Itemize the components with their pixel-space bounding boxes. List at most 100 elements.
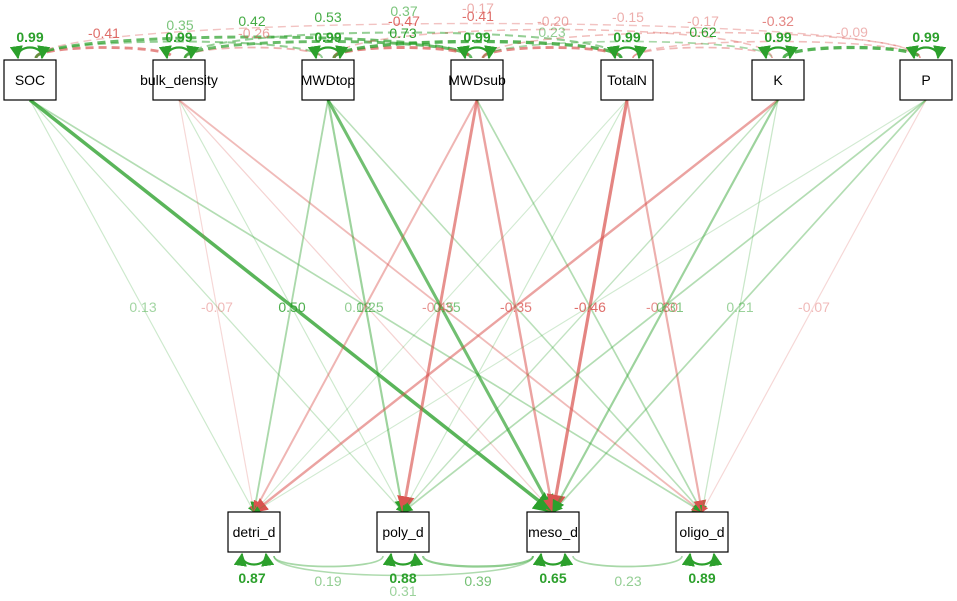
path-edge: [552, 99, 779, 514]
node-poly-d[interactable]: poly_d: [376, 511, 430, 553]
path-label: -0.35: [500, 299, 532, 315]
node-oligo-d[interactable]: oligo_d: [675, 511, 729, 553]
path-edge: [402, 99, 927, 513]
path-edges: [28, 98, 927, 514]
path-label: -0.30: [646, 299, 678, 315]
cov-label-top: 0.35: [166, 17, 193, 33]
path-edge: [253, 99, 478, 514]
path-edge: [546, 99, 629, 514]
variance-label-bulk-density: 0.99: [165, 29, 192, 45]
node-label-meso-d: meso_d: [528, 524, 578, 540]
cov-label-top: -0.41: [88, 25, 120, 41]
path-edge: [178, 99, 404, 513]
cov-label-top: -0.47: [388, 13, 420, 29]
node-bulk-density[interactable]: bulk_density: [140, 59, 218, 101]
variance-loop: [905, 45, 947, 60]
covariance-arc: [482, 31, 921, 59]
node-label-k: K: [773, 72, 783, 88]
path-label: 0.25: [356, 299, 383, 315]
covariance-arc-bottom: [273, 555, 384, 568]
cov-label-bottom: 0.23: [614, 573, 641, 589]
covariance-arc: [632, 46, 773, 59]
path-edge: [29, 99, 255, 513]
node-detri-d[interactable]: detri_d: [227, 511, 281, 553]
node-mwdtop[interactable]: MWDtop: [301, 59, 356, 101]
cov-label-top: 0.53: [314, 9, 341, 25]
variance-label-mwdsub: 0.99: [463, 29, 490, 45]
cov-label-top: -0.32: [762, 13, 794, 29]
node-label-soc: SOC: [15, 72, 45, 88]
cov-label-top: -0.20: [537, 13, 569, 29]
cov-label-top: 0.42: [238, 13, 265, 29]
node-label-p: P: [921, 72, 930, 88]
path-label: -0.07: [201, 299, 233, 315]
covariance-arc: [782, 45, 922, 60]
covariance-arc: [333, 28, 773, 59]
variance-label-soc: 0.99: [16, 29, 43, 45]
covariance-arc: [35, 22, 921, 59]
covariance-arc-bottom: [273, 555, 534, 577]
cov-label-top: -0.15: [612, 9, 644, 25]
variance-loop: [456, 45, 498, 60]
covariance-arc-bottom: [421, 555, 535, 568]
path-edge: [178, 99, 554, 513]
variance-loop: [681, 552, 723, 567]
covariance-arc-bottom: [572, 555, 683, 568]
covariance-arc: [332, 46, 473, 60]
path-edge: [28, 98, 555, 514]
covariance-arc: [183, 31, 623, 59]
cov-label-top: 0.23: [538, 24, 565, 40]
node-label-totaln: TotalN: [607, 72, 647, 88]
cov-label-top: -0.26: [238, 25, 270, 41]
node-label-mwdsub: MWDsub: [448, 72, 506, 88]
cov-label-top: -0.17: [462, 0, 494, 16]
path-label: -0.45: [422, 299, 454, 315]
path-label: 0.50: [278, 299, 305, 315]
node-p[interactable]: P: [899, 59, 953, 101]
variance-label-totaln: 0.99: [613, 29, 640, 45]
variance-loop: [307, 45, 349, 60]
cov-label-bottom: 0.19: [314, 573, 341, 589]
variance-loop: [606, 45, 648, 60]
cov-label-bottom: 0.39: [464, 573, 491, 589]
path-edge: [178, 99, 257, 513]
covariance-arc: [34, 46, 175, 60]
path-edge: [253, 99, 927, 513]
path-label: 0.13: [129, 299, 156, 315]
cov-label-top: -0.41: [462, 8, 494, 24]
path-label: -0.07: [798, 299, 830, 315]
variance-label-meso-d: 0.65: [539, 570, 566, 586]
path-edge: [402, 99, 779, 513]
cov-label-top: -0.09: [836, 24, 868, 40]
path-edge: [326, 99, 408, 514]
covariance-arcs: [9, 22, 947, 577]
cov-label-top: 0.62: [689, 24, 716, 40]
path-edge: [250, 99, 329, 514]
path-label: 0.12: [344, 299, 371, 315]
node-k[interactable]: K: [751, 59, 805, 101]
variance-loop: [757, 45, 799, 60]
node-label-detri-d: detri_d: [233, 524, 276, 540]
variance-label-oligo-d: 0.89: [688, 570, 715, 586]
variance-loop: [158, 45, 200, 60]
node-label-poly-d: poly_d: [382, 524, 423, 540]
path-edge: [252, 99, 779, 513]
node-meso-d[interactable]: meso_d: [526, 511, 580, 553]
node-mwdsub[interactable]: MWDsub: [448, 59, 506, 101]
path-edge: [552, 99, 927, 513]
path-edge: [253, 99, 628, 513]
node-label-oligo-d: oligo_d: [679, 524, 724, 540]
variance-label-k: 0.99: [764, 29, 791, 45]
path-edge: [397, 99, 479, 514]
variance-loop: [532, 552, 574, 567]
path-edge: [625, 99, 707, 514]
node-totaln[interactable]: TotalN: [600, 59, 654, 101]
path-label: 0.31: [656, 299, 683, 315]
covariance-arc: [184, 46, 323, 59]
variance-label-poly-d: 0.88: [389, 570, 416, 586]
path-label: 0.21: [726, 299, 753, 315]
node-soc[interactable]: SOC: [3, 59, 57, 101]
node-label-bulk-density: bulk_density: [140, 72, 218, 88]
variance-loop: [382, 552, 424, 567]
